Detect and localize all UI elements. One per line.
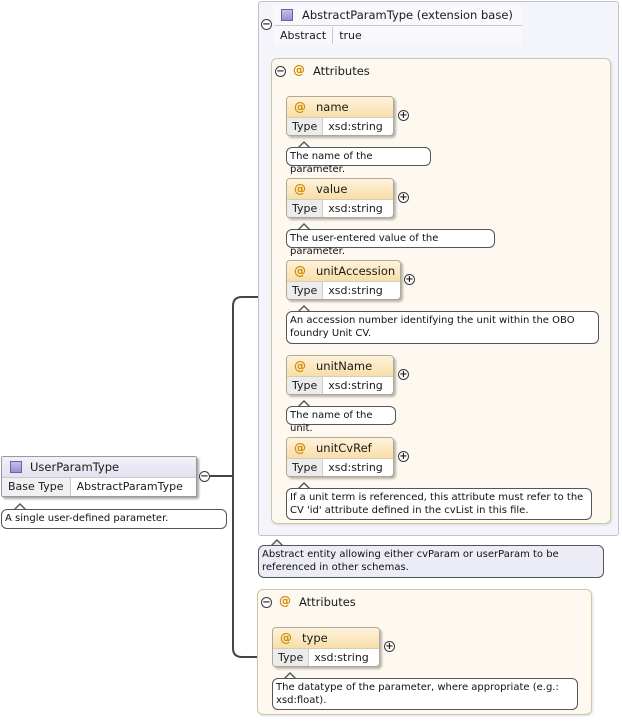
attribute-name: value — [316, 182, 348, 196]
expand-icon[interactable]: + — [398, 451, 409, 462]
attribute-name: type — [302, 631, 328, 645]
attribute-note: The name of the parameter. — [286, 147, 431, 175]
type-label: Type — [287, 200, 324, 217]
attribute-note: If a unit term is referenced, this attri… — [286, 488, 592, 520]
type-value: xsd:string — [328, 284, 383, 297]
user-param-type-box: UserParamType Base Type AbstractParamTyp… — [1, 456, 197, 497]
type-label: Type — [287, 377, 324, 394]
extension-note: Abstract entity allowing either cvParam … — [258, 545, 604, 578]
expand-icon[interactable]: + — [384, 641, 395, 652]
type-value: xsd:string — [328, 379, 383, 392]
collapse-root-icon[interactable]: − — [199, 471, 210, 482]
attribute-icon: @ — [294, 182, 306, 196]
expand-icon[interactable]: + — [398, 192, 409, 203]
attribute-name: unitName — [316, 359, 373, 373]
type-value: xsd:string — [328, 202, 383, 215]
attribute-icon: @ — [294, 100, 306, 114]
type-label: Type — [287, 282, 324, 299]
expand-icon[interactable]: + — [398, 110, 409, 121]
attribute-icon: @ — [279, 594, 291, 608]
attribute-name: unitCvRef — [316, 441, 372, 455]
attribute-icon: @ — [294, 359, 306, 373]
attribute-icon: @ — [294, 441, 306, 455]
attribute-name: unitAccession — [316, 264, 396, 278]
attribute-unit-accession-box: @ unitAccession Type xsd:string — [286, 260, 401, 300]
abstract-value: true — [339, 29, 362, 42]
root-note: A single user-defined parameter. — [1, 509, 227, 529]
complex-type-icon — [10, 461, 22, 473]
user-param-type-title: UserParamType — [30, 460, 120, 474]
attribute-name: name — [316, 100, 349, 114]
collapse-attributes-icon[interactable]: − — [275, 66, 286, 77]
expand-icon[interactable]: + — [404, 274, 415, 285]
attribute-name-box: @ name Type xsd:string — [286, 96, 394, 136]
extension-type-box: AbstractParamType (extension base) Abstr… — [274, 5, 522, 45]
type-value: xsd:string — [328, 120, 383, 133]
attribute-icon: @ — [280, 631, 292, 645]
type-label: Type — [287, 459, 324, 476]
abstract-label: Abstract — [274, 27, 334, 44]
type-value: xsd:string — [328, 461, 383, 474]
attribute-unit-name-box: @ unitName Type xsd:string — [286, 355, 394, 395]
attribute-value-box: @ value Type xsd:string — [286, 178, 394, 218]
attribute-note: The datatype of the parameter, where app… — [272, 678, 578, 710]
attribute-icon: @ — [293, 63, 305, 77]
complex-type-icon — [281, 9, 293, 21]
type-label: Type — [273, 649, 310, 666]
base-type-label: Base Type — [2, 478, 71, 496]
collapse-attributes-icon[interactable]: − — [261, 597, 272, 608]
attribute-note: An accession number identifying the unit… — [286, 311, 599, 344]
expand-icon[interactable]: + — [398, 369, 409, 380]
attributes-label: Attributes — [313, 64, 370, 78]
base-type-value: AbstractParamType — [76, 480, 183, 493]
attributes-label: Attributes — [299, 595, 356, 609]
type-label: Type — [287, 118, 324, 135]
attribute-unit-cv-ref-box: @ unitCvRef Type xsd:string — [286, 437, 394, 477]
attribute-note: The user-entered value of the parameter. — [286, 229, 495, 257]
attribute-type-box: @ type Type xsd:string — [272, 627, 380, 667]
attribute-note: The name of the unit. — [286, 406, 396, 434]
extension-title: AbstractParamType (extension base) — [302, 8, 513, 22]
type-value: xsd:string — [314, 651, 369, 664]
collapse-extension-icon[interactable]: − — [261, 19, 272, 30]
attribute-icon: @ — [294, 264, 306, 278]
